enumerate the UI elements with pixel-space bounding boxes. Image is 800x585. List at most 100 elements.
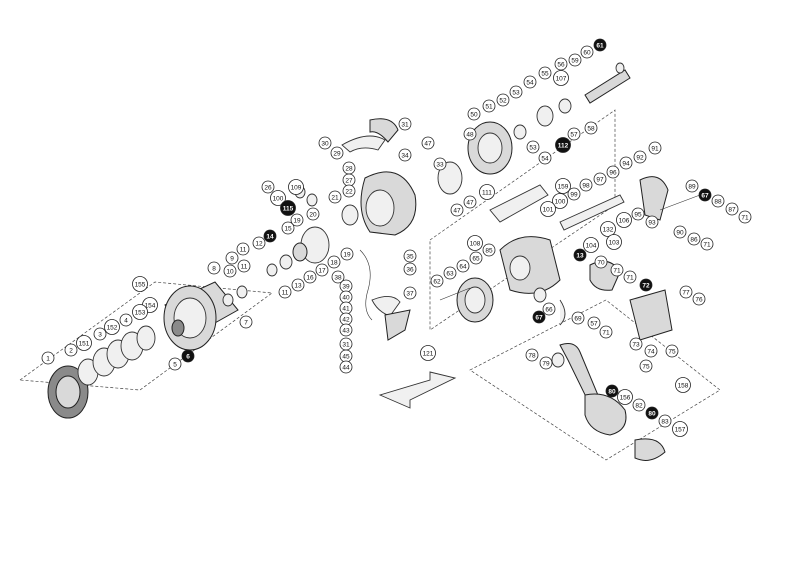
callout-number: 71 — [741, 214, 749, 221]
callout-bubble — [606, 234, 622, 250]
part-callout-16: 16 — [303, 270, 317, 284]
callout-bubble — [496, 93, 510, 107]
part-callout-43: 43 — [339, 323, 353, 337]
callout-bubble — [132, 304, 148, 320]
callout-number: 155 — [135, 281, 146, 288]
callout-number: 57 — [590, 320, 598, 327]
part-callout-9: 9 — [225, 251, 239, 265]
callout-bubble — [571, 311, 585, 325]
part-callout-28: 28 — [342, 161, 356, 175]
callout-number: 8 — [212, 265, 216, 272]
callout-bubble — [339, 323, 353, 337]
part-callout-11: 11 — [236, 242, 250, 256]
callout-number: 70 — [597, 259, 605, 266]
callout-bubble — [207, 261, 221, 275]
part-callout-115: 115 — [280, 200, 296, 216]
callout-bubble — [687, 232, 701, 246]
callout-number: 54 — [526, 79, 534, 86]
callout-bubble — [525, 348, 539, 362]
callout-bubble — [482, 243, 496, 257]
part-callout-47: 47 — [421, 136, 435, 150]
part-callout-94: 94 — [619, 156, 633, 170]
callout-number: 78 — [528, 352, 536, 359]
part-callout-158: 158 — [675, 377, 691, 393]
callout-number: 48 — [466, 131, 474, 138]
part-callout-13: 13 — [573, 248, 587, 262]
part-callout-47: 47 — [463, 195, 477, 209]
part-callout-63: 63 — [443, 266, 457, 280]
callout-number: 59 — [571, 57, 579, 64]
callout-bubble — [526, 140, 540, 154]
part-callout-54: 54 — [538, 151, 552, 165]
callout-number: 82 — [635, 402, 643, 409]
part-callout-159: 159 — [555, 178, 571, 194]
callout-bubble — [600, 221, 616, 237]
part-callout-86: 86 — [687, 232, 701, 246]
part-callout-66: 66 — [542, 302, 556, 316]
callout-bubble — [223, 264, 237, 278]
handle-assembly — [551, 343, 666, 461]
part-callout-48: 48 — [463, 127, 477, 141]
callout-number: 10 — [226, 268, 234, 275]
callout-bubble — [573, 248, 587, 262]
callout-number: 51 — [485, 103, 493, 110]
callout-number: 98 — [582, 182, 590, 189]
callout-number: 44 — [342, 364, 350, 371]
part-callout-31: 31 — [339, 337, 353, 351]
callout-bubble — [658, 414, 672, 428]
callout-bubble — [605, 384, 619, 398]
callout-number: 95 — [634, 211, 642, 218]
callout-number: 37 — [406, 290, 414, 297]
callout-number: 18 — [330, 259, 338, 266]
part-callout-26: 26 — [261, 180, 275, 194]
callout-bubble — [644, 344, 658, 358]
callout-bubble — [482, 99, 496, 113]
part-callout-37: 37 — [403, 286, 417, 300]
callout-number: 86 — [690, 236, 698, 243]
callout-bubble — [327, 255, 341, 269]
callout-bubble — [567, 127, 581, 141]
callout-number: 19 — [293, 217, 301, 224]
callout-bubble — [711, 194, 725, 208]
callout-number: 30 — [321, 140, 329, 147]
part-callout-157: 157 — [672, 421, 688, 437]
callout-bubble — [403, 286, 417, 300]
callout-bubble — [567, 187, 581, 201]
callout-number: 16 — [306, 274, 314, 281]
callout-bubble — [433, 157, 447, 171]
callout-number: 80 — [648, 410, 656, 417]
callout-number: 108 — [470, 240, 481, 247]
callout-bubble — [132, 276, 148, 292]
callout-number: 53 — [512, 89, 520, 96]
part-callout-50: 50 — [467, 107, 481, 121]
callout-bubble — [583, 237, 599, 253]
part-callout-14: 14 — [263, 229, 277, 243]
part-callout-89: 89 — [685, 179, 699, 193]
callout-number: 87 — [728, 206, 736, 213]
part-callout-73: 73 — [629, 337, 643, 351]
callout-number: 14 — [266, 233, 274, 240]
callout-number: 53 — [529, 144, 537, 151]
part-callout-52: 52 — [496, 93, 510, 107]
callout-number: 100 — [555, 198, 566, 205]
callout-bubble — [342, 184, 356, 198]
part-callout-31: 31 — [398, 117, 412, 131]
part-callout-77: 77 — [679, 285, 693, 299]
part-callout-107: 107 — [553, 70, 569, 86]
body-assembly — [439, 176, 701, 341]
part-callout-71: 71 — [599, 325, 613, 339]
callout-number: 69 — [574, 315, 582, 322]
callout-number: 76 — [695, 296, 703, 303]
callout-number: 11 — [241, 263, 248, 270]
callout-bubble — [552, 193, 568, 209]
wrench-tool — [378, 371, 457, 409]
callout-bubble — [725, 202, 739, 216]
callout-bubble — [538, 151, 552, 165]
callout-bubble — [263, 229, 277, 243]
part-callout-35: 35 — [403, 249, 417, 263]
callout-number: 71 — [613, 267, 621, 274]
part-callout-65: 65 — [469, 251, 483, 265]
part-callout-100: 100 — [552, 193, 568, 209]
part-callout-79: 79 — [539, 356, 553, 370]
callout-bubble — [403, 249, 417, 263]
